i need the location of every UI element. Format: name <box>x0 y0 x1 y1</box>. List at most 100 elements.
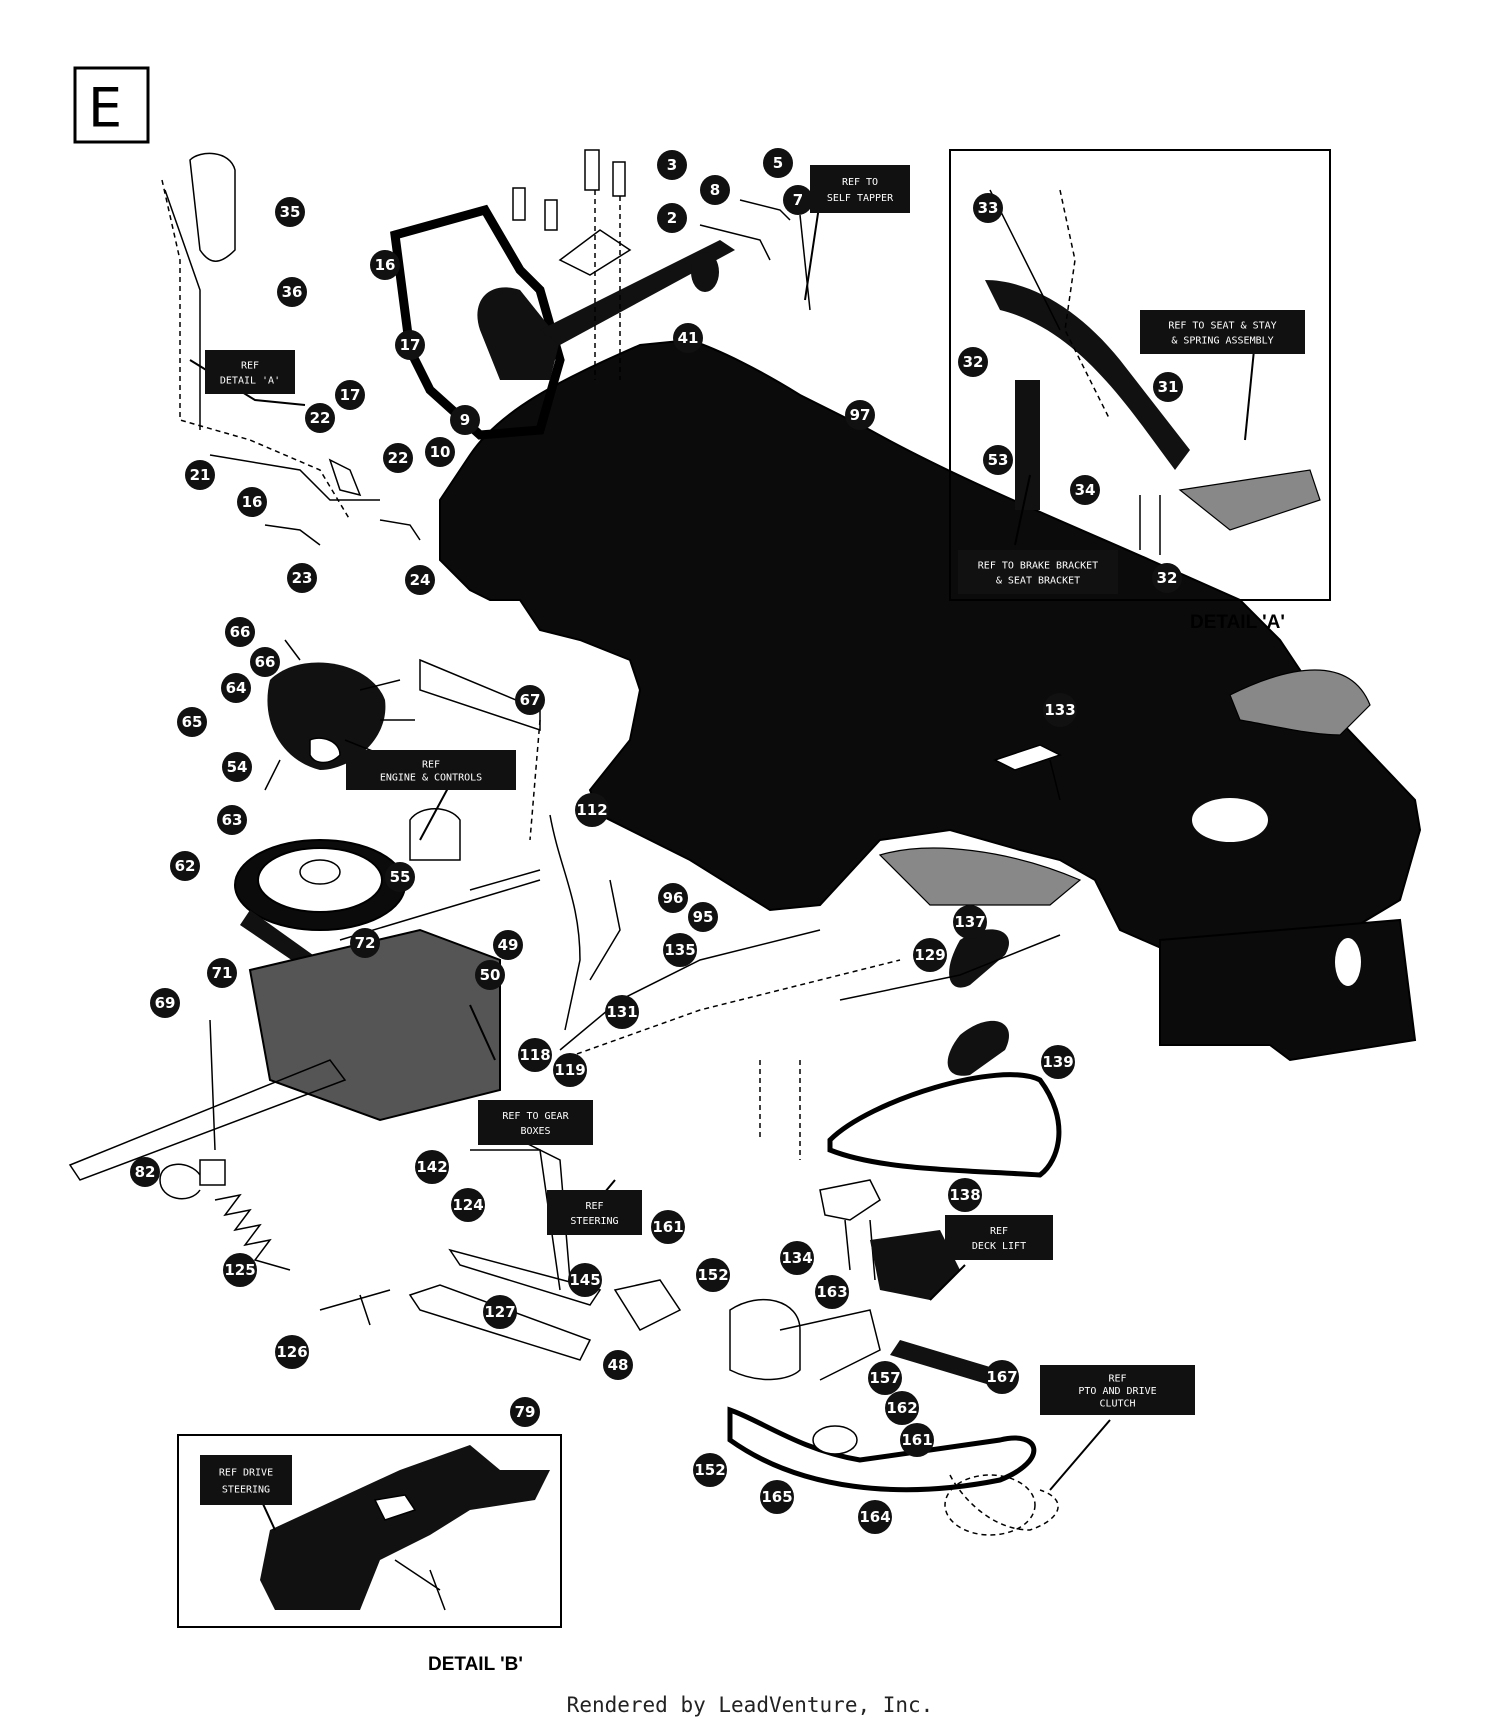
callout-number: 137 <box>954 913 985 931</box>
callout-circle <box>605 995 639 1029</box>
callout-number: 126 <box>276 1343 307 1361</box>
ref-label-box <box>810 165 910 213</box>
callout-9: 9 <box>450 405 480 435</box>
callout-circle <box>250 647 280 677</box>
ref-label-line: REF <box>1108 1374 1126 1385</box>
callout-129: 129 <box>913 938 947 972</box>
ref-label-box <box>945 1215 1053 1260</box>
callout-number: 97 <box>850 406 871 424</box>
foot-pad <box>1229 669 1371 736</box>
callout-circle <box>222 752 252 782</box>
callout-number: 22 <box>310 409 331 427</box>
callout-36: 36 <box>277 277 307 307</box>
callout-number: 95 <box>693 908 714 926</box>
callout-167: 167 <box>985 1360 1019 1394</box>
callout-circle <box>783 185 813 215</box>
callout-circle <box>663 933 697 967</box>
callout-circle <box>651 1210 685 1244</box>
callout-163: 163 <box>815 1275 849 1309</box>
callout-number: 67 <box>520 691 541 709</box>
fender-rear <box>1159 918 1417 1062</box>
callout-number: 33 <box>978 199 999 217</box>
callout-circle <box>518 1038 552 1072</box>
callout-circle <box>225 617 255 647</box>
fender-hole <box>1192 798 1268 842</box>
callout-157: 157 <box>868 1361 902 1395</box>
callout-number: 9 <box>460 411 470 429</box>
callout-161: 161 <box>651 1210 685 1244</box>
callout-number: 50 <box>480 966 501 984</box>
ref-label-line: STEERING <box>222 1484 270 1495</box>
callout-circle <box>383 443 413 473</box>
callout-66: 66 <box>225 617 255 647</box>
callout-number: 161 <box>652 1218 683 1236</box>
callout-50: 50 <box>475 960 505 990</box>
ref-label-box <box>1140 310 1305 354</box>
callout-number: 161 <box>901 1431 932 1449</box>
callout-circle <box>858 1500 892 1534</box>
callout-71: 71 <box>207 958 237 988</box>
callout-circle <box>223 1253 257 1287</box>
callout-circle <box>693 1453 727 1487</box>
callout-circle <box>170 851 200 881</box>
callout-circle <box>575 793 609 827</box>
callout-95: 95 <box>688 902 718 932</box>
callout-circle <box>1153 372 1183 402</box>
callout-53: 53 <box>983 445 1013 475</box>
callout-number: 142 <box>416 1158 447 1176</box>
callout-number: 139 <box>1042 1053 1073 1071</box>
callout-circle <box>553 1053 587 1087</box>
callout-54: 54 <box>222 752 252 782</box>
callout-circle <box>985 1360 1019 1394</box>
ref-label-line: DETAIL 'A' <box>220 375 280 386</box>
callout-number: 165 <box>761 1488 792 1506</box>
callout-10: 10 <box>425 437 455 467</box>
callout-circle <box>658 883 688 913</box>
callout-circle <box>510 1397 540 1427</box>
callout-number: 62 <box>175 857 196 875</box>
footer-credit: Rendered by LeadVenture, Inc. <box>567 1693 934 1717</box>
callout-circle <box>845 400 875 430</box>
callout-circle <box>275 1335 309 1369</box>
callout-number: 24 <box>410 571 431 589</box>
callout-circle <box>1043 693 1077 727</box>
callout-circle <box>275 197 305 227</box>
callout-circle <box>350 928 380 958</box>
callout-55: 55 <box>385 862 415 892</box>
ref-label-bracket: REF TO BRAKE BRACKET& SEAT BRACKET <box>958 550 1118 594</box>
callout-49: 49 <box>493 930 523 960</box>
callout-circle <box>237 487 267 517</box>
callout-circle <box>150 988 180 1018</box>
callout-97: 97 <box>845 400 875 430</box>
callout-number: 16 <box>375 256 396 274</box>
ref-label-line: REF TO GEAR <box>502 1111 569 1122</box>
callout-number: 41 <box>678 329 699 347</box>
callout-number: 138 <box>949 1186 980 1204</box>
callout-3: 3 <box>657 150 687 180</box>
callout-number: 127 <box>484 1303 515 1321</box>
callout-7: 7 <box>783 185 813 215</box>
ref-label-box <box>478 1100 593 1145</box>
callout-circle <box>913 938 947 972</box>
callout-circle <box>515 685 545 715</box>
callout-number: 145 <box>569 1271 600 1289</box>
callout-circle <box>475 960 505 990</box>
ref-label-line: REF <box>422 759 440 770</box>
callout-number: 22 <box>388 449 409 467</box>
callout-34: 34 <box>1070 475 1100 505</box>
callout-number: 2 <box>667 209 677 227</box>
callout-124: 124 <box>451 1188 485 1222</box>
steering-wheel <box>390 204 565 440</box>
ref-label-line: DECK LIFT <box>972 1241 1026 1252</box>
callout-circle <box>177 707 207 737</box>
callout-number: 133 <box>1044 701 1075 719</box>
section-letter: E <box>88 77 122 140</box>
ref-label-line: REF <box>990 1226 1008 1237</box>
callout-circle <box>405 565 435 595</box>
callout-number: 23 <box>292 569 313 587</box>
ref-label-line: & SEAT BRACKET <box>996 575 1080 586</box>
callout-number: 64 <box>226 679 247 697</box>
